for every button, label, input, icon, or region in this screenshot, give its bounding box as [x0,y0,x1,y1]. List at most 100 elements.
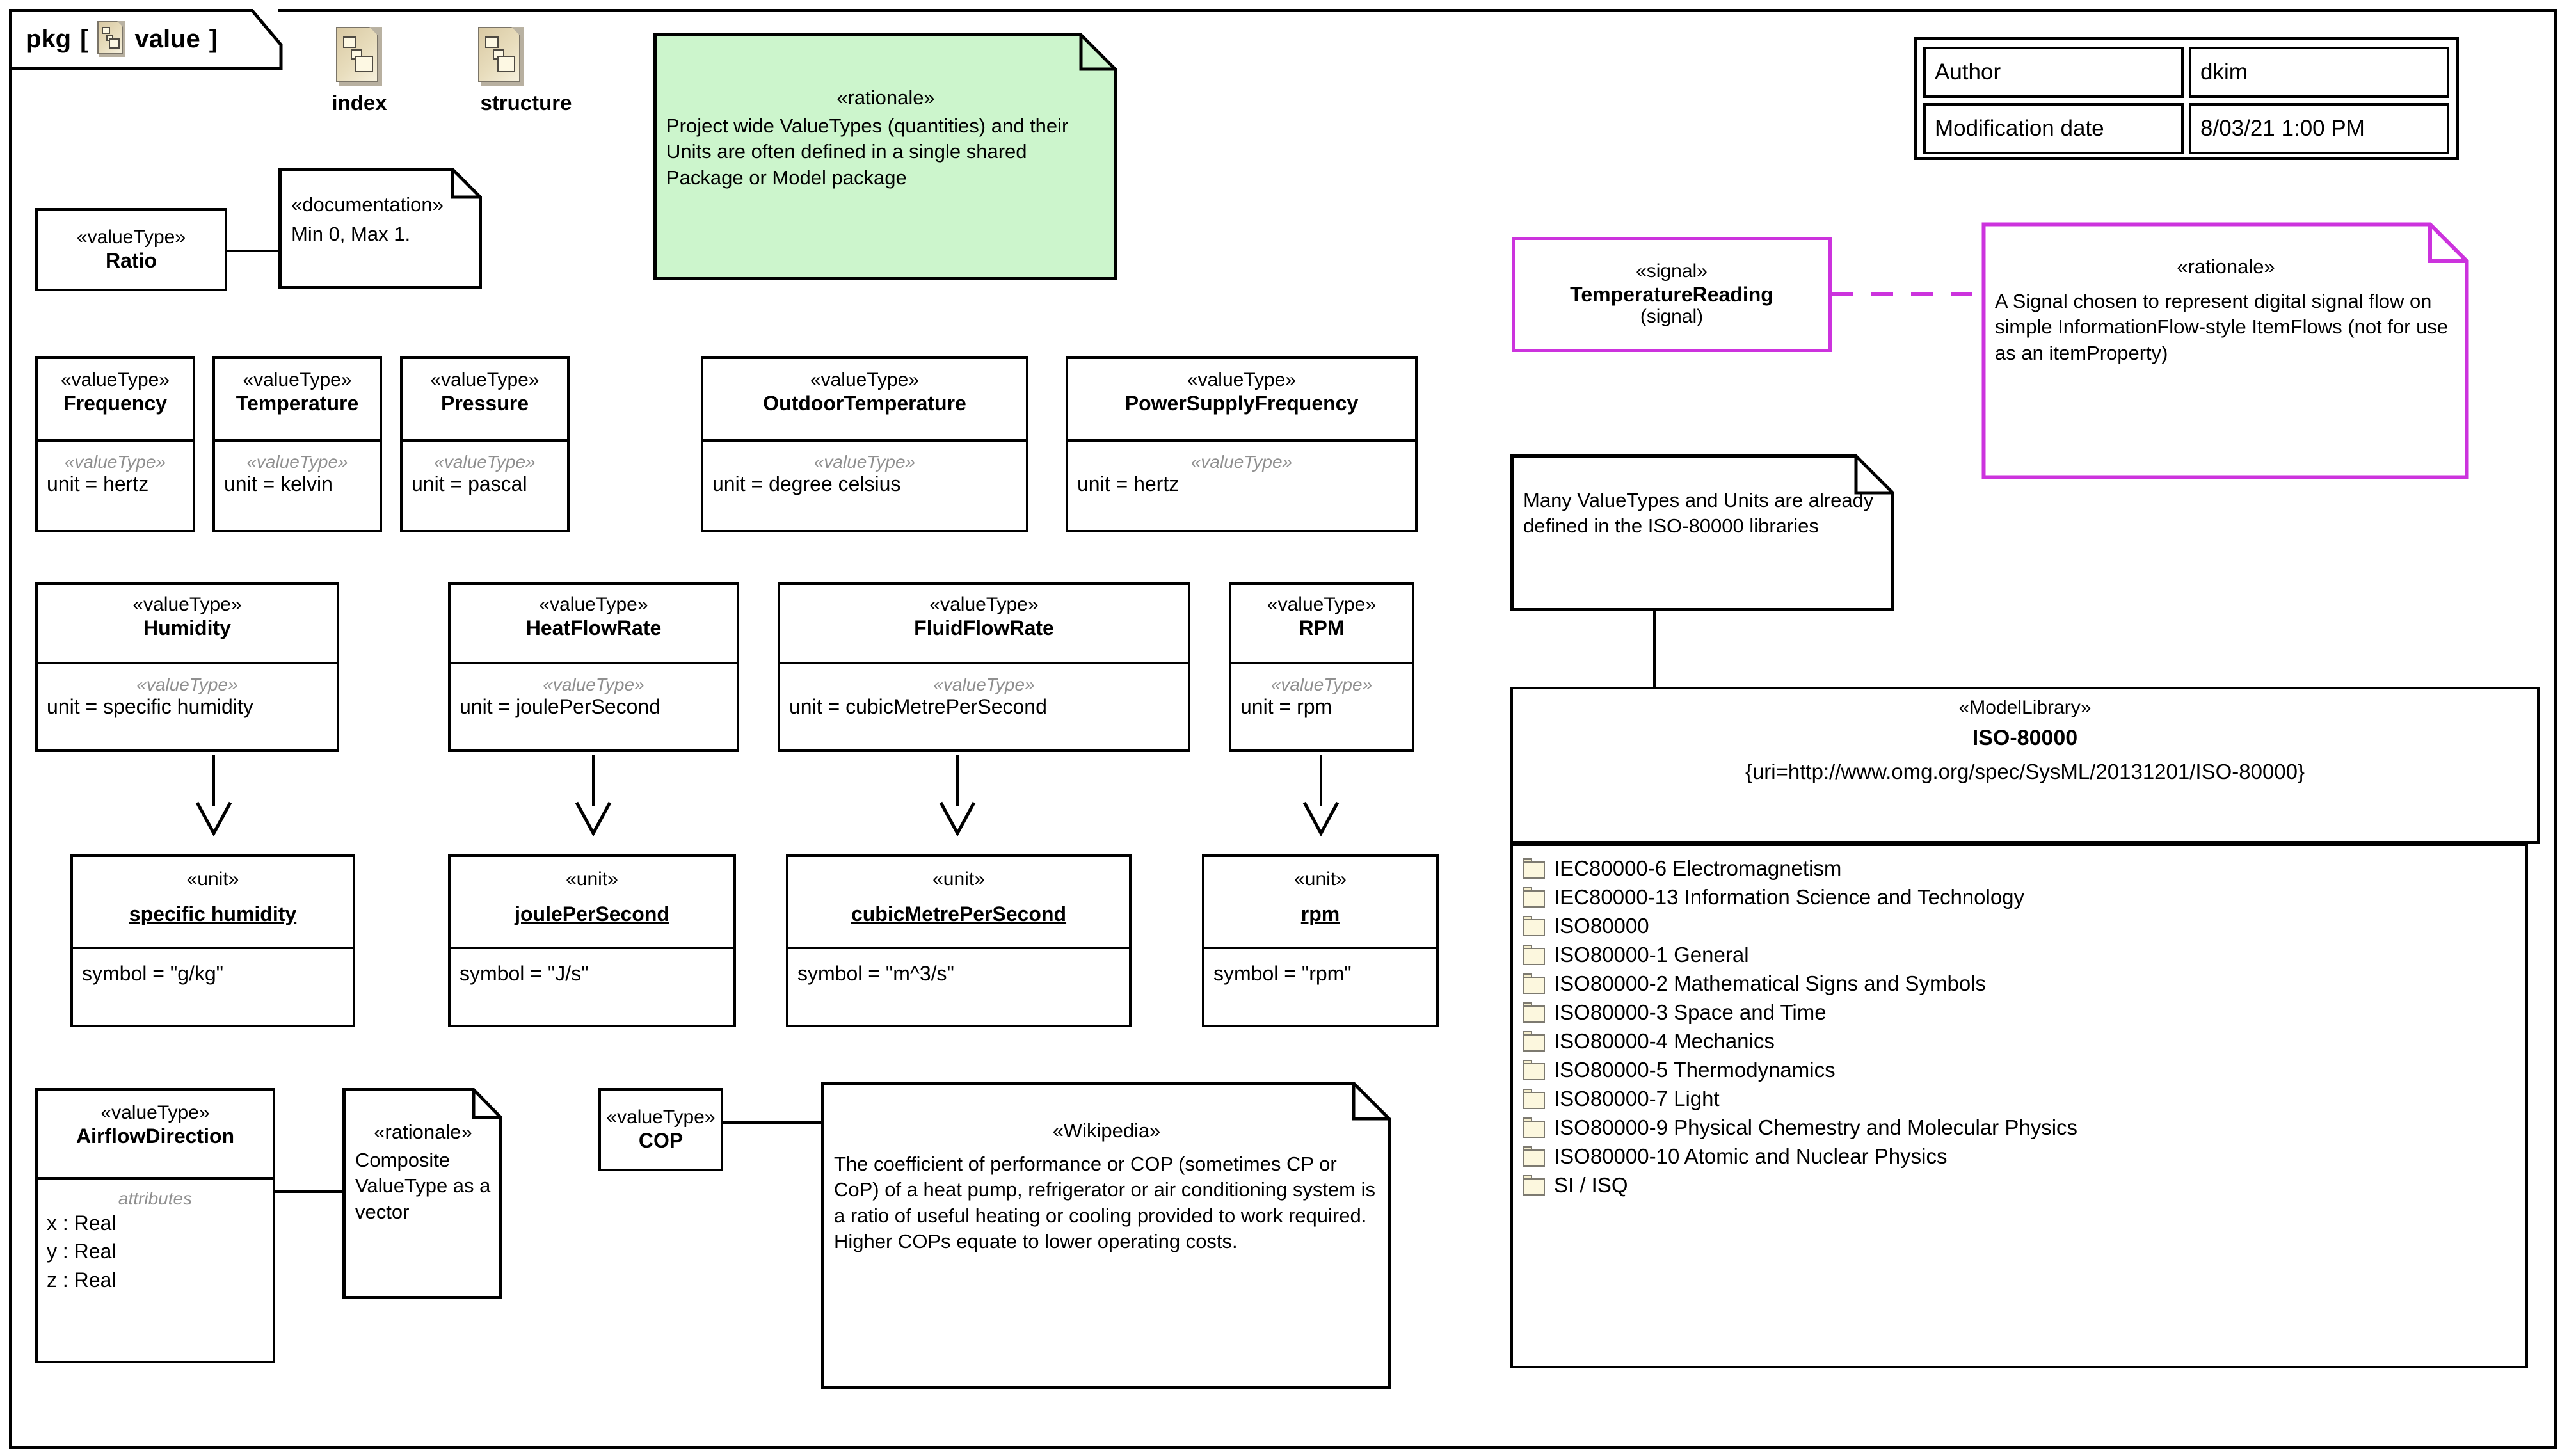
author-label-cell: Author [1923,47,2184,98]
unit-cubicmetrepersecond[interactable]: «unit» cubicMetrePerSecond symbol = "m^3… [786,854,1132,1027]
stereotype-label: «signal» [1636,260,1708,282]
compartment-stereotype: «valueType» [543,675,644,694]
attribute-row: x : Real [47,1212,116,1235]
sysml-document-icon-structure[interactable] [478,27,524,86]
arrowhead-icon [575,801,612,837]
stereotype-label: «valueType» [929,594,1039,615]
connector-cop-wikipedia [722,1121,824,1124]
bracket-close: ] [209,24,218,53]
list-item[interactable]: ISO80000-3 Space and Time [1523,998,2525,1027]
stereotype-label: «valueType» [539,594,648,615]
classifier-name: Temperature [236,391,359,415]
note-body: A Signal chosen to represent digital sig… [1995,290,2449,364]
stereotype-label: «valueType» [243,369,352,390]
classifier-name: rpm [1300,902,1340,925]
bracket-open: [ [80,24,89,53]
list-item[interactable]: SI / ISQ [1523,1171,2525,1199]
valuetype-airflowdirection[interactable]: «valueType» AirflowDirection attributes … [35,1088,275,1363]
folder-icon [1523,858,1545,879]
note-body: The coefficient of performance or COP (s… [834,1153,1375,1253]
attribute-row: z : Real [47,1268,116,1292]
valuetype-frequency[interactable]: «valueType» Frequency «valueType» unit =… [35,356,195,532]
table-row: Author dkim [1923,47,2449,98]
stereotype-label: «valueType» [100,1102,210,1123]
folder-icon [1523,915,1545,936]
package-name: ISO80000-4 Mechanics [1554,1028,1775,1053]
compartment-stereotype: «valueType» [246,452,348,472]
valuetype-fluidflowrate[interactable]: «valueType» FluidFlowRate «valueType» un… [778,582,1190,752]
note-cop-wikipedia: «Wikipedia» The coefficient of performan… [821,1082,1391,1389]
list-item[interactable]: ISO80000-2 Mathematical Signs and Symbol… [1523,969,2525,998]
diagram-frame-tab: pkg [ value ] [9,9,283,70]
classifier-name: cubicMetrePerSecond [851,902,1067,925]
folder-icon [1523,1002,1545,1023]
compartment-stereotype: «valueType» [1190,452,1293,472]
package-name: ISO80000-1 General [1554,942,1749,966]
folder-icon [1523,973,1545,994]
classifier-name: ISO-80000 [1972,725,2078,750]
stereotype-label: «valueType» [60,369,170,390]
folder-icon [1523,1174,1545,1196]
classifier-name: Pressure [441,391,529,415]
list-item[interactable]: ISO80000-9 Physical Chemestry and Molecu… [1523,1113,2525,1142]
unit-rpm[interactable]: «unit» rpm symbol = "rpm" [1202,854,1439,1027]
arrowhead-icon [1302,801,1340,837]
package-name: IEC80000-6 Electromagnetism [1554,856,1842,880]
connector-humidity-to-unit [212,755,215,806]
classifier-name: AirflowDirection [76,1124,235,1148]
signal-qualifier: (signal) [1640,306,1704,328]
list-item[interactable]: ISO80000-10 Atomic and Nuclear Physics [1523,1142,2525,1171]
stereotype-label: «unit» [1294,868,1347,890]
folder-icon [1523,886,1545,908]
folder-icon [1523,1117,1545,1138]
modellibrary-uri: {uri=http://www.omg.org/spec/SysML/20131… [1745,759,2305,783]
list-item[interactable]: IEC80000-6 Electromagnetism [1523,854,2525,883]
valuetype-outdoortemperature[interactable]: «valueType» OutdoorTemperature «valueTyp… [701,356,1028,532]
modellibrary-package-list: IEC80000-6 Electromagnetism IEC80000-13 … [1510,844,2528,1368]
sysml-document-icon-index[interactable] [336,27,382,86]
property-value: unit = joulePerSecond [460,695,660,719]
valuetype-ratio[interactable]: «valueType» Ratio [35,208,227,291]
compartment-stereotype: «valueType» [1270,675,1373,694]
stereotype-label: «unit» [932,868,985,890]
valuetype-humidity[interactable]: «valueType» Humidity «valueType» unit = … [35,582,339,752]
classifier-name: PowerSupplyFrequency [1124,391,1359,415]
modellibrary-iso-80000[interactable]: «ModelLibrary» ISO-80000 {uri=http://www… [1510,687,2540,844]
classifier-name: Humidity [143,616,231,639]
list-item[interactable]: IEC80000-13 Information Science and Tech… [1523,883,2525,911]
stereotype-label: «ModelLibrary» [1958,697,2092,718]
stereotype-label: «valueType» [1267,594,1377,615]
unit-joulepersecond[interactable]: «unit» joulePerSecond symbol = "J/s" [448,854,736,1027]
classifier-name: joulePerSecond [515,902,669,925]
list-item[interactable]: ISO80000-4 Mechanics [1523,1027,2525,1055]
compartment-stereotype: «valueType» [64,452,166,472]
list-item[interactable]: ISO80000-1 General [1523,940,2525,969]
stereotype-label: «valueType» [132,594,242,615]
list-item[interactable]: ISO80000-5 Thermodynamics [1523,1055,2525,1084]
package-name: IEC80000-13 Information Science and Tech… [1554,884,2025,909]
valuetype-rpm[interactable]: «valueType» RPM «valueType» unit = rpm [1229,582,1414,752]
property-value: symbol = "J/s" [460,962,589,985]
list-item[interactable]: ISO80000 [1523,911,2525,940]
folder-icon [1523,1088,1545,1109]
valuetype-powersupplyfrequency[interactable]: «valueType» PowerSupplyFrequency «valueT… [1066,356,1418,532]
valuetype-pressure[interactable]: «valueType» Pressure «valueType» unit = … [400,356,570,532]
note-iso-libraries: Many ValueTypes and Units are already de… [1510,454,1894,611]
stereotype-label: «valueType» [1187,369,1297,390]
connector-signal-rationale [1832,292,1982,296]
classifier-name: specific humidity [129,902,297,925]
valuetype-temperature[interactable]: «valueType» Temperature «valueType» unit… [212,356,382,532]
note-stereotype: «rationale» [374,1121,472,1143]
unit-specific-humidity[interactable]: «unit» specific humidity symbol = "g/kg" [70,854,355,1027]
note-shared-package-rationale: «rationale» Project wide ValueTypes (qua… [653,33,1117,280]
note-airflow-rationale: «rationale» Composite ValueType as a vec… [342,1088,502,1299]
property-value: unit = specific humidity [47,695,253,719]
connector-heatflowrate-to-unit [592,755,595,806]
note-stereotype: «rationale» [2177,255,2275,278]
compartment-stereotype: «valueType» [136,675,238,694]
valuetype-heatflowrate[interactable]: «valueType» HeatFlowRate «valueType» uni… [448,582,739,752]
signal-temperaturereading[interactable]: «signal» TemperatureReading (signal) [1512,237,1832,352]
list-item[interactable]: ISO80000-7 Light [1523,1084,2525,1113]
valuetype-cop[interactable]: «valueType» COP [598,1088,723,1171]
connector-fluidflowrate-to-unit [956,755,959,806]
